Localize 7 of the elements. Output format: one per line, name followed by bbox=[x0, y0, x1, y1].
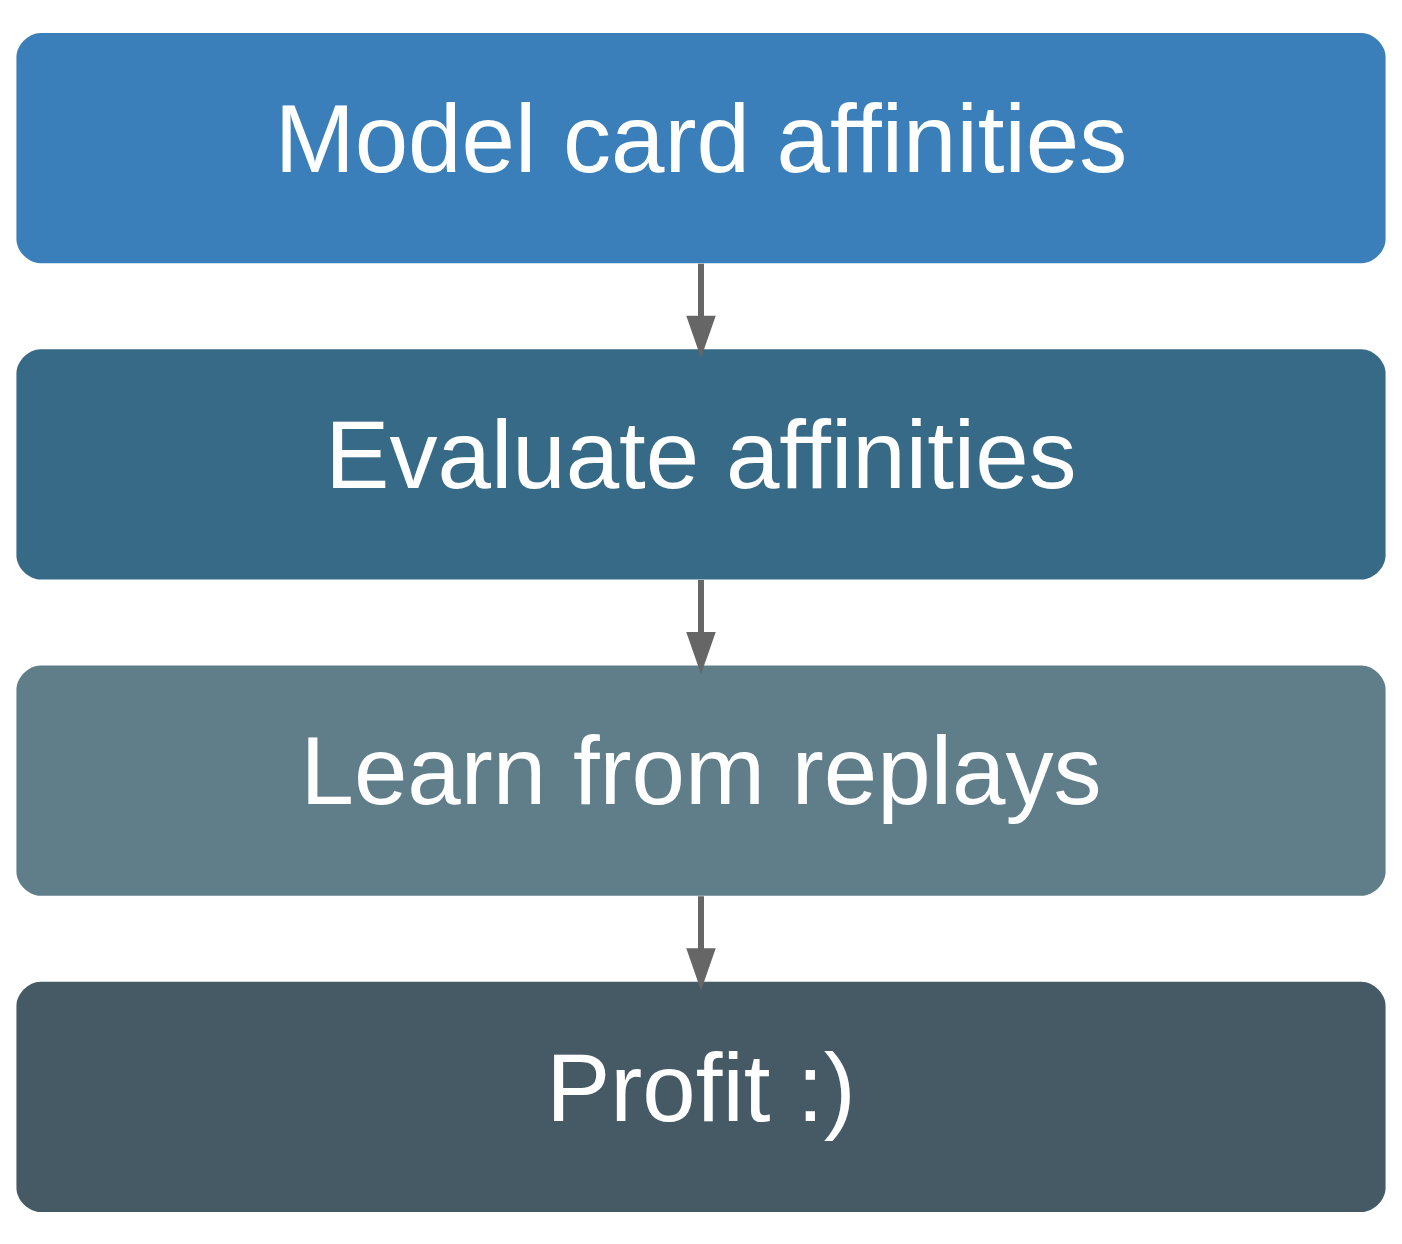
arrow bbox=[686, 263, 716, 358]
arrow bbox=[686, 579, 716, 674]
node-box: Profit :) bbox=[16, 981, 1386, 1212]
node-box: Learn from replays bbox=[16, 665, 1386, 896]
arrow bbox=[686, 895, 716, 990]
node-box: Model card affinities bbox=[16, 32, 1386, 263]
node-box: Evaluate affinities bbox=[16, 348, 1386, 579]
